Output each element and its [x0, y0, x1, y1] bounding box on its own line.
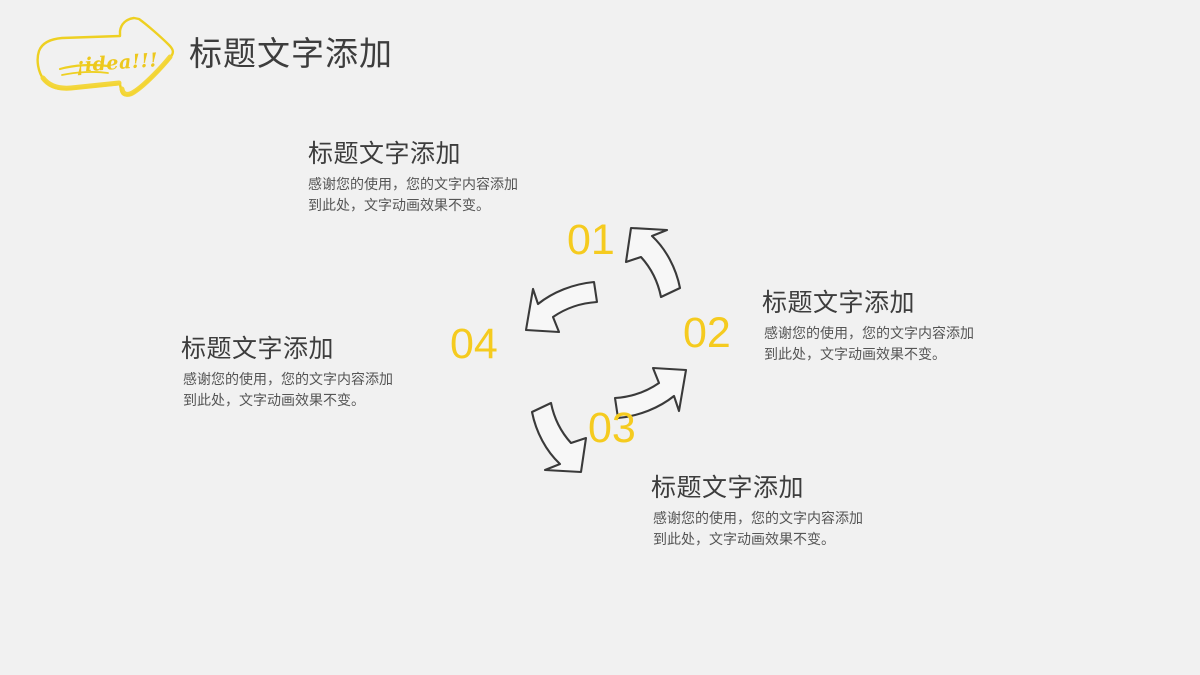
- text-block-03-body-line1: 感谢您的使用，您的文字内容添加: [653, 510, 863, 526]
- text-block-04-body: 感谢您的使用，您的文字内容添加 到此处，文字动画效果不变。: [183, 369, 393, 411]
- page-title: 标题文字添加: [189, 35, 393, 72]
- arrow-bottom-left: [530, 401, 588, 474]
- slide-header: ¡idea!!! 标题文字添加: [0, 0, 1200, 110]
- text-block-02-body: 感谢您的使用，您的文字内容添加 到此处，文字动画效果不变。: [764, 323, 974, 365]
- text-block-03-heading: 标题文字添加: [651, 474, 805, 502]
- idea-underline-2: [61, 71, 109, 76]
- text-block-04-body-line1: 感谢您的使用，您的文字内容添加: [183, 371, 393, 387]
- cycle-number-01: 01: [567, 216, 615, 264]
- text-block-03-body-line2: 到此处，文字动画效果不变。: [653, 531, 835, 547]
- arrow-shadow-stroke: [40, 75, 122, 91]
- cycle-number-02: 02: [683, 309, 731, 357]
- idea-arrow-logo: ¡idea!!!: [22, 14, 182, 98]
- text-block-02-heading: 标题文字添加: [762, 289, 916, 317]
- idea-underline-1: [58, 63, 110, 71]
- text-block-04: 标题文字添加 感谢您的使用，您的文字内容添加 到此处，文字动画效果不变。: [181, 329, 393, 411]
- arrow-top-right: [624, 226, 682, 299]
- text-block-02: 标题文字添加 感谢您的使用，您的文字内容添加 到此处，文字动画效果不变。: [762, 283, 974, 365]
- text-block-01-body-line2: 到此处，文字动画效果不变。: [308, 197, 490, 213]
- cycle-number-04: 04: [450, 320, 498, 368]
- text-block-02-body-line1: 感谢您的使用，您的文字内容添加: [764, 325, 974, 341]
- text-block-02-body-line2: 到此处，文字动画效果不变。: [764, 346, 946, 362]
- text-block-03-body: 感谢您的使用，您的文字内容添加 到此处，文字动画效果不变。: [653, 508, 863, 550]
- cycle-diagram: 01 02 03 04: [450, 205, 755, 495]
- text-block-01-body-line1: 感谢您的使用，您的文字内容添加: [308, 176, 518, 192]
- text-block-01-heading: 标题文字添加: [308, 140, 462, 168]
- cycle-number-03: 03: [588, 404, 636, 452]
- arrow-bottom-right: [613, 366, 688, 420]
- text-block-04-heading: 标题文字添加: [181, 335, 335, 363]
- arrow-shadow-stroke-2: [119, 54, 173, 97]
- text-block-01: 标题文字添加 感谢您的使用，您的文字内容添加 到此处，文字动画效果不变。: [308, 134, 518, 216]
- arrow-top-left: [524, 280, 599, 334]
- text-block-04-body-line2: 到此处，文字动画效果不变。: [183, 392, 365, 408]
- text-block-01-body: 感谢您的使用，您的文字内容添加 到此处，文字动画效果不变。: [308, 174, 518, 216]
- text-block-03: 标题文字添加 感谢您的使用，您的文字内容添加 到此处，文字动画效果不变。: [651, 468, 863, 550]
